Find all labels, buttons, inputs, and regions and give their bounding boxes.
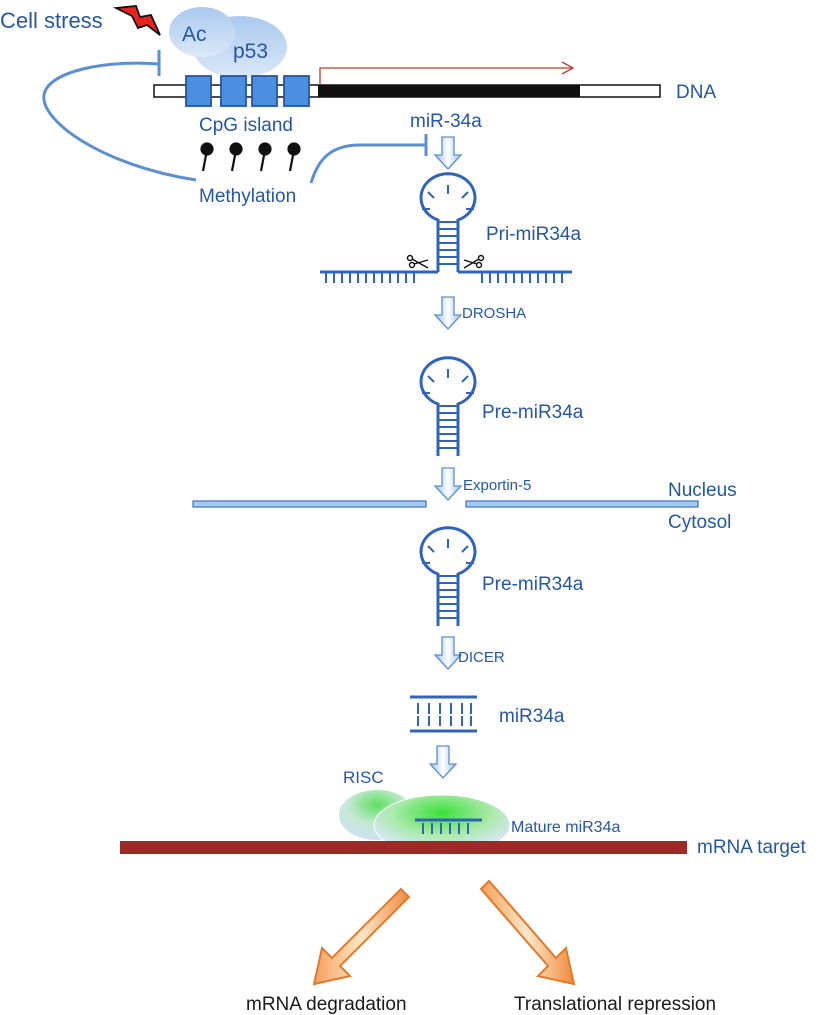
risc-label: RISC [343, 768, 384, 787]
pri-mir34a-hairpin [320, 172, 572, 283]
scissors-icon [406, 254, 429, 269]
nucleus-label: Nucleus [668, 480, 737, 501]
drosha-label: DROSHA [462, 305, 526, 322]
p53-protein-bubble [169, 7, 287, 78]
methylation-label: Methylation [199, 186, 296, 207]
acetyl-label: Ac [182, 23, 207, 46]
repression-arrow [479, 879, 576, 986]
cpg-island-boxes [185, 75, 310, 107]
dicer-label: DICER [458, 649, 505, 666]
cpg-island-label: CpG island [199, 115, 293, 136]
cytosol-label: Cytosol [668, 512, 731, 533]
mir34a-label: miR34a [499, 706, 565, 727]
pre-mir34a-nucleus-label: Pre-miR34a [482, 402, 584, 423]
methylation-marks [200, 142, 301, 172]
loading-arrow [429, 745, 457, 779]
mature-mir34a-strand [415, 818, 482, 834]
cell-stress-label: Cell stress [0, 8, 103, 33]
dna-label: DNA [676, 82, 716, 103]
scissors-icon [463, 254, 485, 269]
translational-repression-label: Translational repression [514, 994, 716, 1015]
mrna-degradation-label: mRNA degradation [246, 994, 407, 1015]
transcription-start-arrow [319, 61, 575, 84]
mir34a-gene-label: miR-34a [410, 111, 482, 132]
mrna-target-strand [120, 841, 687, 854]
dna-strand [153, 84, 661, 98]
methylation-inhibits-p53-line [42, 61, 197, 182]
pre-mir34a-hairpin-nucleus [419, 356, 477, 458]
exportin-arrow [434, 467, 462, 501]
degradation-arrow [312, 887, 411, 986]
transcription-arrow [434, 136, 462, 170]
pri-mir34a-label: Pri-miR34a [486, 224, 581, 245]
lightning-bolt-icon [112, 5, 161, 36]
nuclear-membrane [192, 500, 699, 508]
exportin-label: Exportin-5 [463, 477, 531, 494]
mrna-target-label: mRNA target [697, 837, 806, 858]
pre-mir34a-cytosol-label: Pre-miR34a [482, 574, 584, 595]
mature-mir34a-label: Mature miR34a [511, 819, 620, 836]
drosha-arrow [434, 296, 462, 330]
p53-label: p53 [233, 40, 268, 63]
mir34a-duplex [410, 695, 477, 733]
methylation-inhibits-mir34a-line [309, 143, 425, 184]
pre-mir34a-hairpin-cytosol [419, 526, 477, 628]
